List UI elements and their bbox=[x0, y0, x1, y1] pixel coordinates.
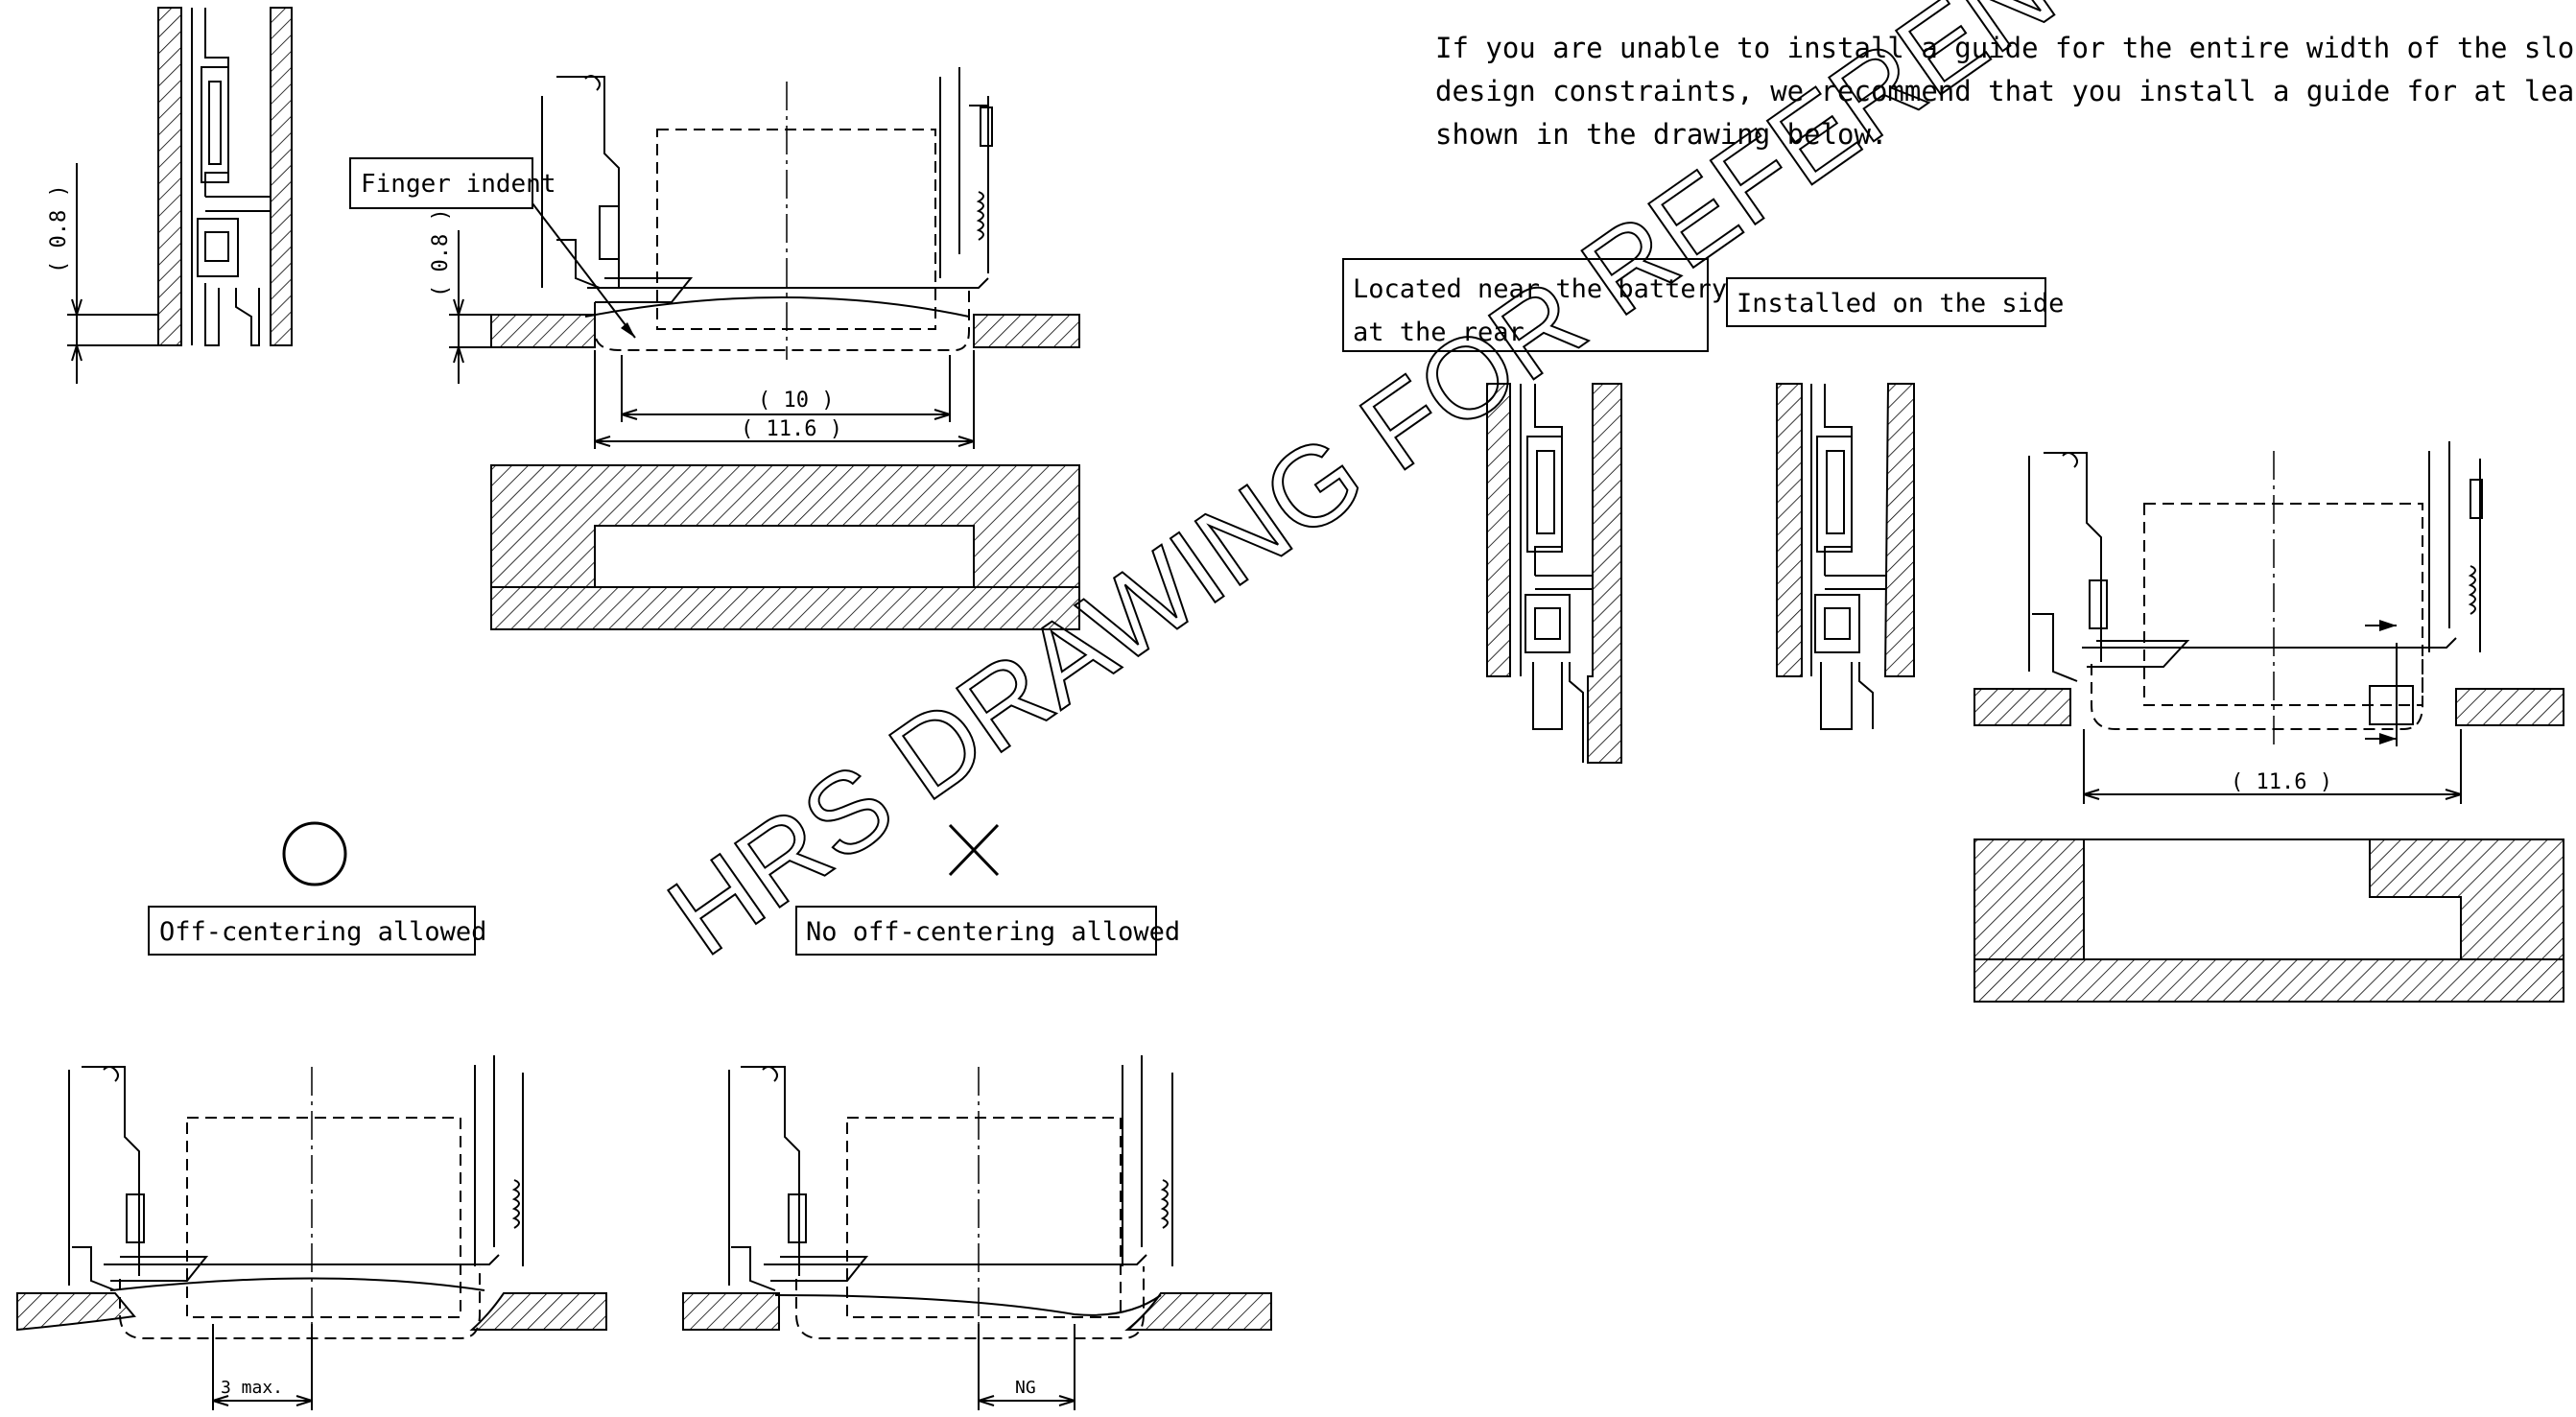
top-connector-view: ( 0.8 ) ( 10 ) ( 11.6 ) bbox=[429, 67, 1080, 449]
width-11-6-dim: ( 11.6 ) bbox=[741, 417, 842, 441]
ok-circle-icon bbox=[282, 821, 347, 886]
ng-dim: NG bbox=[1015, 1378, 1036, 1398]
left-gap-dim: ( 0.8 ) bbox=[47, 184, 71, 273]
finger-indent-label: Finger indent bbox=[361, 170, 556, 199]
bottom-left-view: 3 max. bbox=[16, 1055, 607, 1410]
max-offset-dim: 3 max. bbox=[221, 1378, 283, 1398]
guide-plan-top bbox=[490, 464, 1080, 630]
ng-symbol-group: No off-centering allowed bbox=[795, 823, 1180, 956]
ok-symbol-group: Off-centering allowed bbox=[148, 821, 486, 956]
installed-side-callout: Installed on the side bbox=[1726, 277, 2064, 327]
recommendation-note: If you are unable to install a guide for… bbox=[1435, 32, 2576, 151]
bottom-middle-view: NG bbox=[682, 1055, 1272, 1410]
right-connector-view: ( 11.6 ) bbox=[1973, 441, 2564, 804]
note-line-2: design constraints, we recommend that yo… bbox=[1435, 75, 2576, 107]
finger-indent-callout: Finger indent bbox=[349, 157, 556, 209]
installed-side-section-view bbox=[1776, 383, 1915, 730]
right-width-dim: ( 11.6 ) bbox=[2231, 770, 2332, 794]
near-battery-label-line1: Located near the battery bbox=[1353, 274, 1727, 304]
no-off-centering-allowed-label: No off-centering allowed bbox=[806, 917, 1180, 947]
near-battery-section-view bbox=[1486, 383, 1622, 764]
near-battery-label-line2: at the rear bbox=[1353, 318, 1524, 347]
left-section-view: ( 0.8 ) bbox=[47, 7, 293, 384]
ng-cross-icon bbox=[948, 823, 1000, 877]
width-10-dim: ( 10 ) bbox=[758, 389, 834, 413]
note-line-3: shown in the drawing below. bbox=[1435, 118, 1887, 151]
note-line-1: If you are unable to install a guide for… bbox=[1435, 32, 2576, 64]
guide-plan-right bbox=[1973, 838, 2564, 1003]
mid-gap-dim: ( 0.8 ) bbox=[429, 208, 453, 297]
installed-side-label: Installed on the side bbox=[1737, 289, 2064, 319]
near-battery-callout: Located near the battery at the rear bbox=[1342, 258, 1727, 352]
off-centering-allowed-label: Off-centering allowed bbox=[159, 917, 486, 947]
